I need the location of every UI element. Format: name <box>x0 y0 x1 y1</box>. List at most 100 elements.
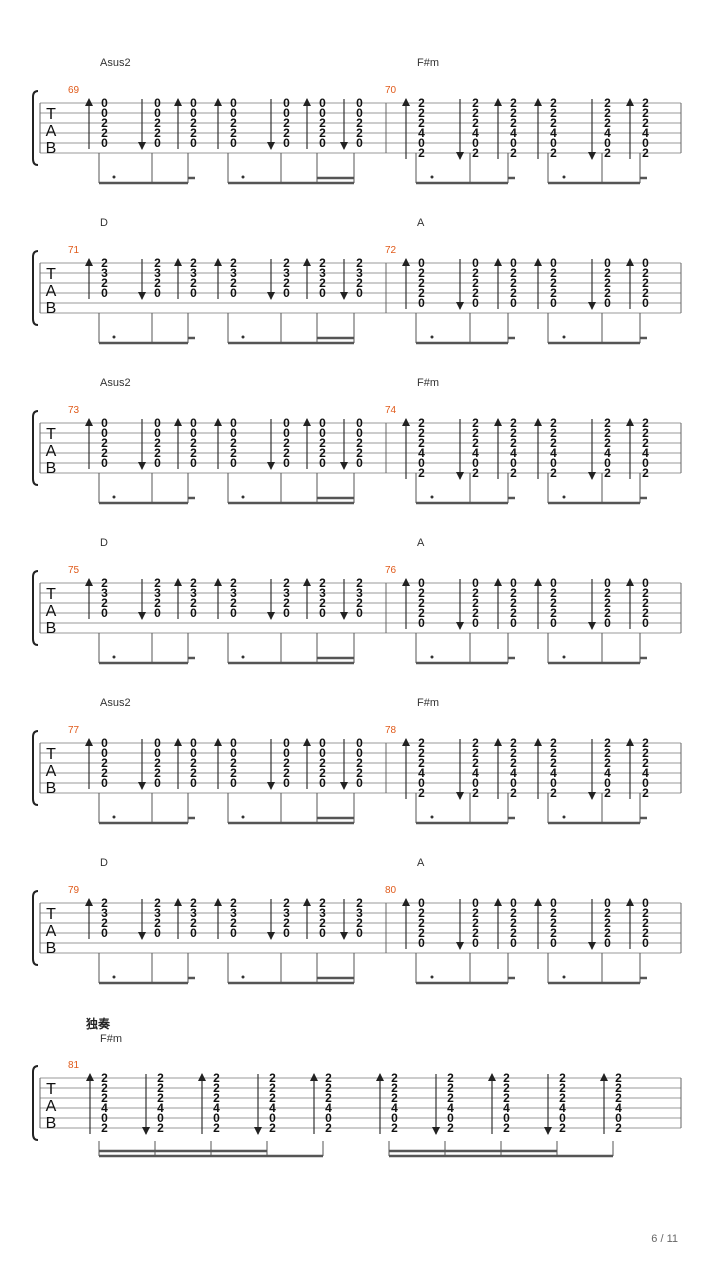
tab-clef-letter: T <box>46 746 56 763</box>
fret-number: 2 <box>472 266 479 280</box>
fret-number: 0 <box>550 936 557 950</box>
fret-number: 0 <box>472 616 479 630</box>
tab-clef-letter: B <box>46 460 57 477</box>
fret-number: 2 <box>418 106 425 120</box>
fret-number: 2 <box>319 896 326 910</box>
chord-name: Asus2 <box>100 697 131 709</box>
fret-number: 0 <box>418 296 425 310</box>
fret-number: 0 <box>190 96 197 110</box>
fret-number: 2 <box>604 106 611 120</box>
fret-number: 2 <box>319 446 326 460</box>
system-brace <box>32 730 39 806</box>
rhythm-dot <box>241 495 245 499</box>
fret-number: 2 <box>230 116 237 130</box>
strum-up-arrow-icon <box>494 258 502 266</box>
rhythm-dot <box>562 655 566 659</box>
strum-up-arrow-icon <box>494 578 502 586</box>
fret-number: 0 <box>356 606 363 620</box>
rhythm-dot <box>241 975 245 979</box>
strum-up-arrow-icon <box>626 738 634 746</box>
fret-number: 4 <box>510 126 517 140</box>
strum-up-arrow-icon <box>174 738 182 746</box>
fret-number: 2 <box>472 756 479 770</box>
fret-number: 0 <box>604 136 611 150</box>
chord-name: A <box>417 857 425 869</box>
fret-number: 2 <box>642 276 649 290</box>
fret-number: 0 <box>319 736 326 750</box>
chord-name: D <box>100 857 108 869</box>
fret-number: 2 <box>642 426 649 440</box>
fret-number: 2 <box>510 756 517 770</box>
rhythm-dot <box>430 175 434 179</box>
fret-number: 0 <box>190 426 197 440</box>
fret-number: 2 <box>356 756 363 770</box>
fret-number: 0 <box>418 256 425 270</box>
fret-number: 2 <box>615 1121 622 1135</box>
chord-name: F#m <box>417 377 439 389</box>
fret-number: 4 <box>615 1101 622 1115</box>
fret-number: 0 <box>319 106 326 120</box>
fret-number: 0 <box>101 746 108 760</box>
fret-number: 0 <box>604 256 611 270</box>
fret-number: 0 <box>550 456 557 470</box>
fret-number: 0 <box>510 136 517 150</box>
fret-number: 0 <box>230 746 237 760</box>
fret-number: 0 <box>154 736 161 750</box>
fret-number: 0 <box>230 606 237 620</box>
fret-number: 0 <box>642 896 649 910</box>
fret-number: 4 <box>642 126 649 140</box>
fret-number: 0 <box>325 1111 332 1125</box>
fret-number: 2 <box>283 436 290 450</box>
fret-number: 3 <box>356 586 363 600</box>
fret-number: 2 <box>604 146 611 160</box>
fret-number: 2 <box>356 916 363 930</box>
fret-number: 2 <box>550 96 557 110</box>
fret-number: 0 <box>190 746 197 760</box>
fret-number: 2 <box>472 116 479 130</box>
measure-number: 69 <box>68 85 80 96</box>
page-number: 6 / 11 <box>651 1233 678 1245</box>
fret-number: 2 <box>642 286 649 300</box>
measure: F#m7822240222240222240222240222240222240… <box>385 697 649 825</box>
fret-number: 0 <box>356 456 363 470</box>
fret-number: 3 <box>190 586 197 600</box>
fret-number: 2 <box>101 436 108 450</box>
strum-up-arrow-icon <box>85 418 93 426</box>
fret-number: 2 <box>550 916 557 930</box>
fret-number: 2 <box>230 436 237 450</box>
fret-number: 0 <box>472 576 479 590</box>
fret-number: 0 <box>319 926 326 940</box>
fret-number: 2 <box>642 146 649 160</box>
fret-number: 2 <box>472 926 479 940</box>
tab-clef-letter: T <box>46 426 56 443</box>
strum-up-arrow-icon <box>85 578 93 586</box>
fret-number: 2 <box>472 466 479 480</box>
fret-number: 2 <box>447 1081 454 1095</box>
fret-number: 2 <box>391 1081 398 1095</box>
strum-down-arrow-icon <box>267 782 275 790</box>
fret-number: 2 <box>472 906 479 920</box>
strum-down-arrow-icon <box>267 142 275 150</box>
strum-down-arrow-icon <box>138 612 146 620</box>
fret-number: 2 <box>550 746 557 760</box>
chord-name: D <box>100 217 108 229</box>
fret-number: 2 <box>642 416 649 430</box>
strum-up-arrow-icon <box>402 258 410 266</box>
fret-number: 2 <box>283 126 290 140</box>
fret-number: 2 <box>510 906 517 920</box>
fret-number: 2 <box>283 276 290 290</box>
fret-number: 0 <box>283 416 290 430</box>
fret-number: 2 <box>503 1121 510 1135</box>
fret-number: 2 <box>101 1091 108 1105</box>
fret-number: 0 <box>230 456 237 470</box>
measure: Asus277002200022000220002200022000220002… <box>68 697 363 825</box>
fret-number: 0 <box>154 456 161 470</box>
fret-number: 2 <box>550 596 557 610</box>
fret-number: 4 <box>418 126 425 140</box>
tab-clef-letter: A <box>46 123 57 140</box>
fret-number: 2 <box>447 1091 454 1105</box>
fret-number: 2 <box>154 916 161 930</box>
fret-number: 2 <box>325 1081 332 1095</box>
